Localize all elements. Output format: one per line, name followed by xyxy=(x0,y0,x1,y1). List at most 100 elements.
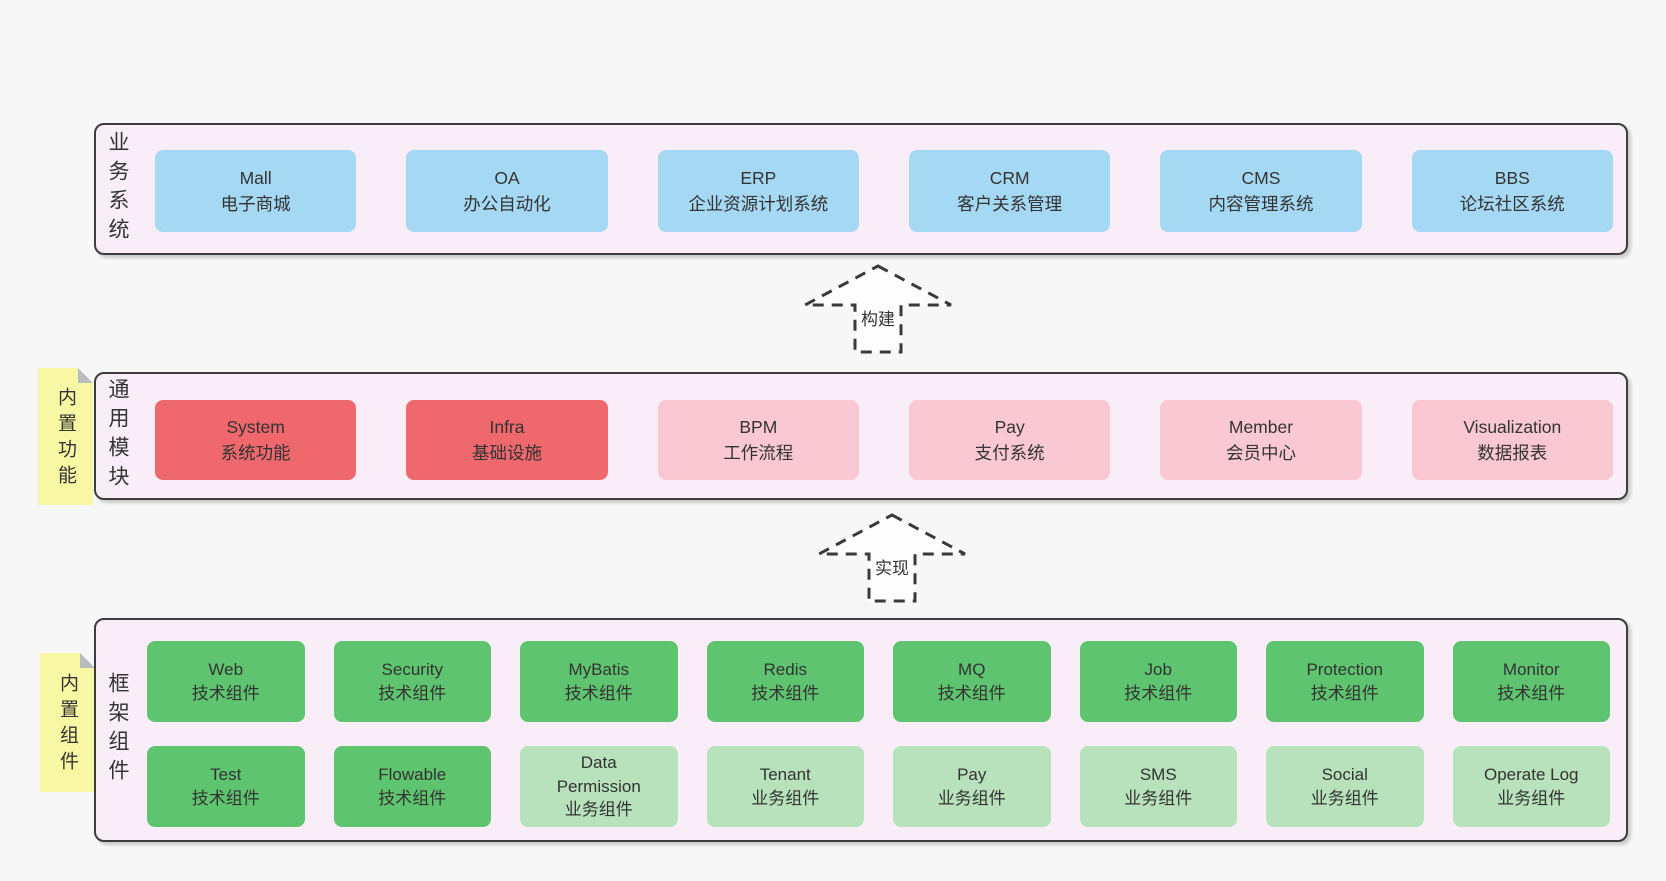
note-built-in-components: 内置组件 xyxy=(40,653,95,792)
box-web: Web 技术组件 xyxy=(147,641,305,722)
box-subtitle: 工作流程 xyxy=(723,443,794,463)
box-crm: CRM 客户关系管理 xyxy=(908,150,1111,232)
box-subtitle: 业务组件 xyxy=(1310,788,1379,808)
band-common-modules-label: 通用模块 xyxy=(106,378,129,494)
box-member: Member 会员中心 xyxy=(1160,400,1362,480)
box-subtitle: 系统功能 xyxy=(220,443,291,463)
box-title: Mall xyxy=(239,167,272,188)
box-subtitle: 技术组件 xyxy=(1124,683,1193,703)
band-common-modules: 通用模块 System 系统功能 Infra 基础设施 BPM 工作流程 Pay… xyxy=(94,372,1628,500)
box-mybatis: MyBatis 技术组件 xyxy=(520,641,678,722)
implement-arrow: 实现 xyxy=(812,512,972,604)
box-mall: Mall 电子商城 xyxy=(155,150,357,232)
box-title: Member xyxy=(1228,416,1294,437)
box-title: Infra xyxy=(489,416,525,437)
box-protection: Protection 技术组件 xyxy=(1266,641,1424,722)
box-subtitle: 业务组件 xyxy=(564,800,633,820)
box-subtitle: 办公自动化 xyxy=(463,194,551,214)
box-title: Data Permission xyxy=(556,752,641,796)
box-subtitle: 技术组件 xyxy=(937,683,1006,703)
box-title: SMS xyxy=(1139,764,1177,784)
box-subtitle: 基础设施 xyxy=(471,443,542,463)
box-subtitle: 业务组件 xyxy=(1497,788,1566,808)
box-security: Security 技术组件 xyxy=(333,641,491,722)
box-title: BBS xyxy=(1494,167,1530,188)
box-title: OA xyxy=(494,167,520,188)
box-subtitle: 企业资源计划系统 xyxy=(688,194,829,214)
note-built-in-features: 内置功能 xyxy=(38,368,93,505)
box-title: Pay xyxy=(994,416,1025,437)
box-subtitle: 技术组件 xyxy=(751,683,820,703)
framework-components-row-1: Web 技术组件 Security 技术组件 MyBatis 技术组件 Redi… xyxy=(147,641,1610,722)
implement-arrow-label: 实现 xyxy=(875,559,909,578)
box-redis: Redis 技术组件 xyxy=(706,641,864,722)
box-social: Social 业务组件 xyxy=(1266,746,1424,827)
box-subtitle: 技术组件 xyxy=(378,683,447,703)
box-subtitle: 数据报表 xyxy=(1477,443,1548,463)
box-subtitle: 支付系统 xyxy=(974,443,1045,463)
box-subtitle: 技术组件 xyxy=(1310,683,1379,703)
box-subtitle: 内容管理系统 xyxy=(1208,194,1314,214)
box-title: Protection xyxy=(1306,659,1384,679)
framework-components-row-2: Test 技术组件 Flowable 技术组件 Data Permission … xyxy=(147,746,1610,827)
box-tenant: Tenant 业务组件 xyxy=(706,746,864,827)
box-bbs: BBS 论坛社区系统 xyxy=(1411,150,1613,232)
box-title: Flowable xyxy=(378,764,447,784)
box-data-permission: Data Permission 业务组件 xyxy=(520,746,678,827)
box-visualization: Visualization 数据报表 xyxy=(1411,400,1613,480)
box-subtitle: 技术组件 xyxy=(191,683,260,703)
box-subtitle: 业务组件 xyxy=(751,788,820,808)
note-built-in-components-label: 内置组件 xyxy=(57,673,78,778)
band-framework-components: 框架组件 Web 技术组件 Security 技术组件 MyBatis 技术组件… xyxy=(94,618,1628,842)
box-title: MyBatis xyxy=(568,659,629,679)
box-title: Operate Log xyxy=(1483,764,1579,784)
box-erp: ERP 企业资源计划系统 xyxy=(657,150,859,232)
box-job: Job 技术组件 xyxy=(1079,641,1237,722)
folded-corner-icon xyxy=(80,653,95,668)
box-title: Job xyxy=(1144,659,1172,679)
box-monitor: Monitor 技术组件 xyxy=(1452,641,1610,722)
box-subtitle: 技术组件 xyxy=(378,788,447,808)
note-built-in-features-label: 内置功能 xyxy=(55,387,76,492)
box-sms: SMS 业务组件 xyxy=(1079,746,1237,827)
box-subtitle: 技术组件 xyxy=(191,788,260,808)
box-title: Monitor xyxy=(1502,659,1560,679)
box-title: Visualization xyxy=(1463,416,1562,437)
box-test: Test 技术组件 xyxy=(147,746,305,827)
box-mq: MQ 技术组件 xyxy=(893,641,1051,722)
box-title: Pay xyxy=(957,764,987,784)
box-title: MQ xyxy=(958,659,986,679)
box-title: System xyxy=(226,416,285,437)
box-title: CRM xyxy=(989,167,1030,188)
box-subtitle: 技术组件 xyxy=(1497,683,1566,703)
box-title: Security xyxy=(381,659,443,679)
box-oa: OA 办公自动化 xyxy=(406,150,608,232)
up-arrow-icon xyxy=(804,264,952,354)
band-framework-components-label: 框架组件 xyxy=(106,672,129,788)
band-common-modules-row: System 系统功能 Infra 基础设施 BPM 工作流程 Pay 支付系统… xyxy=(155,400,1613,480)
box-title: Tenant xyxy=(759,764,811,784)
box-title: CMS xyxy=(1241,167,1281,188)
box-subtitle: 技术组件 xyxy=(564,683,633,703)
build-arrow-label: 构建 xyxy=(861,310,895,329)
band-business-systems-label: 业务系统 xyxy=(106,131,129,247)
box-title: Test xyxy=(210,764,242,784)
box-title: ERP xyxy=(740,167,777,188)
box-subtitle: 业务组件 xyxy=(937,788,1006,808)
box-subtitle: 客户关系管理 xyxy=(957,194,1063,214)
build-arrow: 构建 xyxy=(798,263,958,355)
box-system: System 系统功能 xyxy=(155,400,357,480)
box-subtitle: 会员中心 xyxy=(1225,443,1296,463)
box-title: BPM xyxy=(739,416,778,437)
box-infra: Infra 基础设施 xyxy=(406,400,608,480)
box-bpm: BPM 工作流程 xyxy=(657,400,859,480)
box-operate-log: Operate Log 业务组件 xyxy=(1452,746,1610,827)
up-arrow-icon xyxy=(818,513,966,603)
box-pay-business: Pay 业务组件 xyxy=(893,746,1051,827)
box-flowable: Flowable 技术组件 xyxy=(333,746,491,827)
box-cms: CMS 内容管理系统 xyxy=(1160,150,1362,232)
box-pay: Pay 支付系统 xyxy=(908,400,1111,480)
box-subtitle: 业务组件 xyxy=(1124,788,1193,808)
box-title: Redis xyxy=(763,659,807,679)
